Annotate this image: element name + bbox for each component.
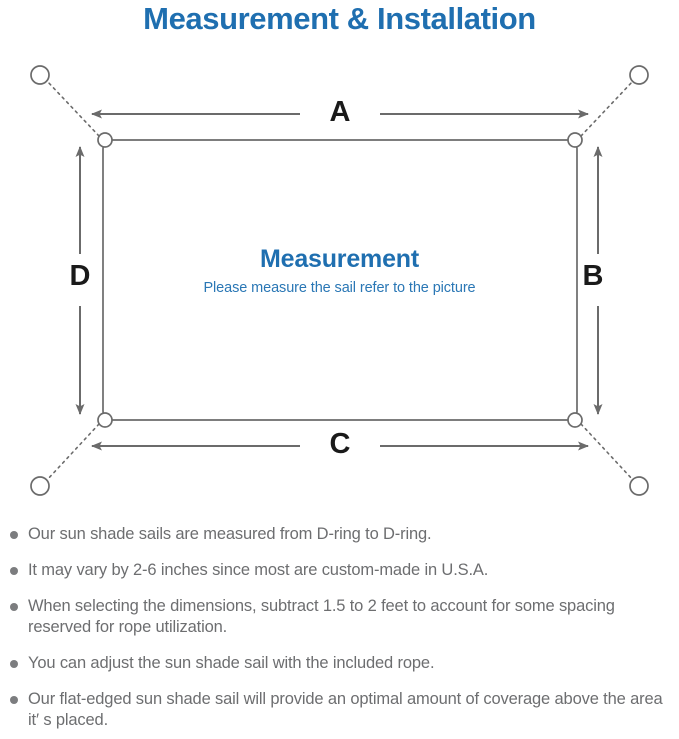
diagram-center-subtitle: Please measure the sail refer to the pic… <box>203 280 476 296</box>
bullet-icon <box>10 567 18 575</box>
rope-bottom-right <box>580 423 634 481</box>
anchor-rings <box>30 65 649 496</box>
rope-bottom-left <box>46 423 100 481</box>
diagram-canvas <box>30 65 649 496</box>
note-text: When selecting the dimensions, subtract … <box>28 597 615 636</box>
d-rings <box>97 132 583 428</box>
anchor-ring-bottom-right <box>629 476 649 496</box>
bullet-icon <box>10 696 18 704</box>
page-title: Measurement & Installation <box>143 1 536 36</box>
d-ring-top-right <box>567 132 583 148</box>
measurement-diagram: Measurement Please measure the sail refe… <box>0 48 679 518</box>
note-item: When selecting the dimensions, subtract … <box>0 596 679 638</box>
diagram-center-title: Measurement <box>260 245 419 273</box>
rope-top-right <box>580 80 634 137</box>
note-text: Our sun shade sails are measured from D-… <box>28 525 432 543</box>
note-text: It may vary by 2-6 inches since most are… <box>28 561 489 579</box>
note-item: It may vary by 2-6 inches since most are… <box>0 560 679 581</box>
d-ring-top-left <box>97 132 113 148</box>
bullet-icon <box>10 531 18 539</box>
anchor-ring-top-right <box>629 65 649 85</box>
rope-lines <box>46 80 634 481</box>
d-ring-bottom-left <box>97 412 113 428</box>
note-item: Our sun shade sails are measured from D-… <box>0 524 679 545</box>
note-text: You can adjust the sun shade sail with t… <box>28 654 435 672</box>
note-item: You can adjust the sun shade sail with t… <box>0 653 679 674</box>
anchor-ring-top-left <box>30 65 50 85</box>
d-ring-bottom-right <box>567 412 583 428</box>
notes-list: Our sun shade sails are measured from D-… <box>0 524 679 731</box>
note-text: Our flat-edged sun shade sail will provi… <box>28 690 663 729</box>
dimension-label-a: A <box>329 96 351 128</box>
note-item: Our flat-edged sun shade sail will provi… <box>0 689 679 731</box>
bullet-icon <box>10 660 18 668</box>
sail-shape <box>102 139 578 421</box>
anchor-ring-bottom-left <box>30 476 50 496</box>
dimension-label-c: C <box>329 428 351 460</box>
rope-top-left <box>46 80 100 137</box>
bullet-icon <box>10 603 18 611</box>
dimension-label-b: B <box>582 260 604 292</box>
dimension-label-d: D <box>69 260 91 292</box>
